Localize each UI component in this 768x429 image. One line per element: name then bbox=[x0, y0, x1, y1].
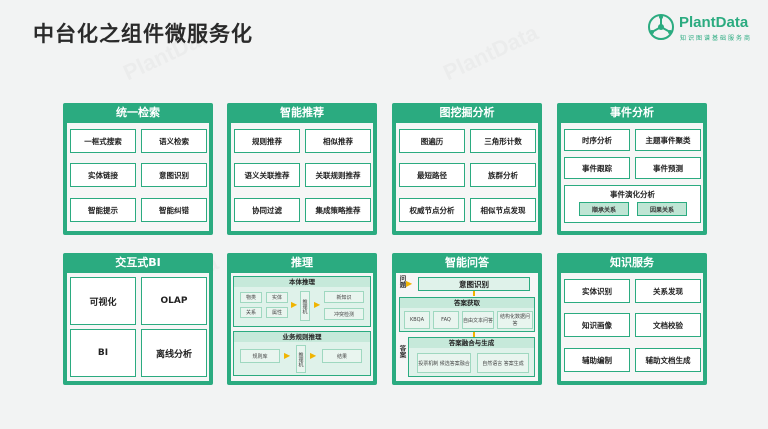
service-cell[interactable]: 最短路径 bbox=[399, 163, 465, 187]
service-cell[interactable]: 时序分析 bbox=[564, 129, 630, 151]
output-conflict-detection: 冲突检测 bbox=[324, 308, 364, 320]
answer-retrieval-title: 答案获取 bbox=[400, 298, 534, 308]
event-evolution-title: 事件演化分析 bbox=[610, 190, 655, 199]
qa-method: FAQ bbox=[433, 311, 459, 329]
panel-title: 统一检索 bbox=[116, 106, 160, 119]
service-cell[interactable]: 一框式搜索 bbox=[70, 129, 136, 153]
service-cell[interactable]: 相似节点发现 bbox=[470, 198, 536, 222]
arrow-down-line bbox=[473, 291, 475, 296]
qa-method: 结构化数据问答 bbox=[497, 311, 533, 329]
panel-title: 智能推荐 bbox=[280, 106, 324, 119]
brand-logo: PlantData 知识图谱基础服务商 bbox=[647, 13, 759, 43]
arrow-right-icon: ▶ bbox=[314, 300, 321, 309]
ontology-cell: 实体 bbox=[266, 292, 288, 303]
panel-interactive-bi: 交互式BI 可视化 OLAP BI 离线分析 bbox=[63, 253, 213, 385]
service-cell[interactable]: 语义关联推荐 bbox=[234, 163, 300, 187]
arrow-right-icon: ▶ bbox=[310, 351, 317, 360]
service-cell[interactable]: 辅助编制 bbox=[564, 348, 630, 372]
answer-label: 答案 bbox=[398, 345, 406, 358]
service-cell[interactable]: 关联规则推荐 bbox=[305, 163, 371, 187]
service-cell[interactable]: 辅助文档生成 bbox=[635, 348, 701, 372]
answer-fusion-box: 答案融合与生成 投票机制 候选答案融合 自然语言 答案生成 bbox=[408, 337, 535, 377]
service-cell[interactable]: OLAP bbox=[141, 277, 207, 325]
service-cell[interactable]: 可视化 bbox=[70, 277, 136, 325]
service-cell[interactable]: 相似推荐 bbox=[305, 129, 371, 153]
service-cell[interactable]: BI bbox=[70, 329, 136, 377]
service-cell[interactable]: 智能提示 bbox=[70, 198, 136, 222]
service-cell[interactable]: 协同过滤 bbox=[234, 198, 300, 222]
panel-smart-recommend: 智能推荐 规则推荐 相似推荐 语义关联推荐 关联规则推荐 协同过滤 集成策略推荐 bbox=[227, 103, 377, 235]
service-cell[interactable]: 关系发现 bbox=[635, 279, 701, 303]
service-cell[interactable]: 语义检索 bbox=[141, 129, 207, 153]
watermark: PlantData bbox=[439, 19, 542, 86]
panel-title: 智能问答 bbox=[445, 256, 489, 269]
reasoning-result: 结果 bbox=[322, 349, 362, 363]
business-rule-reasoning-box: 业务规则推理 规则库 ▶ 推理机 ▶ 结果 bbox=[233, 331, 371, 376]
fusion-method: 投票机制 候选答案融合 bbox=[417, 353, 471, 373]
qa-method: 自由文本问答 bbox=[462, 311, 494, 329]
service-cell[interactable]: 实体链接 bbox=[70, 163, 136, 187]
ontology-cell: 物类 bbox=[240, 292, 262, 303]
fusion-method: 自然语言 答案生成 bbox=[477, 353, 529, 373]
service-cell[interactable]: 事件跟踪 bbox=[564, 157, 630, 179]
rulebase: 规则库 bbox=[240, 349, 280, 363]
intent-recognition[interactable]: 意图识别 bbox=[418, 277, 530, 291]
ontology-cell: 属性 bbox=[266, 307, 288, 318]
arrow-right-icon: ▶ bbox=[284, 351, 291, 360]
panel-title: 知识服务 bbox=[610, 256, 654, 269]
panel-title: 推理 bbox=[291, 256, 313, 269]
output-new-knowledge: 新知识 bbox=[324, 291, 364, 303]
arrow-right-icon: ▶ bbox=[406, 279, 413, 288]
service-cell[interactable]: 文档校验 bbox=[635, 313, 701, 337]
service-cell[interactable]: 主题事件聚类 bbox=[635, 129, 701, 151]
service-cell[interactable]: 知识画像 bbox=[564, 313, 630, 337]
service-cell[interactable]: 事件预测 bbox=[635, 157, 701, 179]
relation-tag[interactable]: 因果关系 bbox=[637, 202, 687, 216]
service-cell[interactable]: 规则推荐 bbox=[234, 129, 300, 153]
answer-fusion-title: 答案融合与生成 bbox=[409, 338, 534, 348]
event-evolution-box[interactable]: 事件演化分析 顺承关系 因果关系 bbox=[564, 185, 701, 223]
service-cell[interactable]: 权威节点分析 bbox=[399, 198, 465, 222]
question-label: 问题 bbox=[398, 275, 406, 288]
business-rule-reasoning-title: 业务规则推理 bbox=[234, 332, 370, 342]
service-cell[interactable]: 离线分析 bbox=[141, 329, 207, 377]
service-cell[interactable]: 智能纠错 bbox=[141, 198, 207, 222]
plant-logo-icon bbox=[648, 14, 674, 40]
service-cell[interactable]: 图遍历 bbox=[399, 129, 465, 153]
ontology-cell: 关系 bbox=[240, 307, 262, 318]
qa-method: KBQA bbox=[404, 311, 430, 329]
inference-engine: 推理机 bbox=[296, 345, 306, 373]
panel-reasoning: 推理 本体推理 物类 实体 关系 属性 ▶ 推理机 ▶ 新知识 冲突检测 业务规… bbox=[227, 253, 377, 385]
service-cell[interactable]: 实体识别 bbox=[564, 279, 630, 303]
panel-smart-qa: 智能问答 问题 ▶ 意图识别 答案获取 KBQA FAQ 自由文本问答 结构化数… bbox=[392, 253, 542, 385]
inference-engine: 推理机 bbox=[300, 291, 310, 321]
service-cell[interactable]: 意图识别 bbox=[141, 163, 207, 187]
panel-graph-mining: 图挖掘分析 图遍历 三角形计数 最短路径 族群分析 权威节点分析 相似节点发现 bbox=[392, 103, 542, 235]
brand-subtitle: 知识图谱基础服务商 bbox=[680, 35, 753, 42]
arrow-right-icon: ▶ bbox=[291, 300, 298, 309]
service-cell[interactable]: 集成策略推荐 bbox=[305, 198, 371, 222]
ontology-reasoning-box: 本体推理 物类 实体 关系 属性 ▶ 推理机 ▶ 新知识 冲突检测 bbox=[233, 276, 371, 327]
panel-knowledge-service: 知识服务 实体识别 关系发现 知识画像 文档校验 辅助编制 辅助文档生成 bbox=[557, 253, 707, 385]
brand-name: PlantData bbox=[679, 14, 749, 31]
panel-title: 交互式BI bbox=[115, 256, 161, 269]
service-cell[interactable]: 族群分析 bbox=[470, 163, 536, 187]
panel-event-analysis: 事件分析 时序分析 主题事件聚类 事件跟踪 事件预测 事件演化分析 顺承关系 因… bbox=[557, 103, 707, 235]
page-title: 中台化之组件微服务化 bbox=[33, 22, 253, 46]
panel-title: 图挖掘分析 bbox=[439, 106, 495, 119]
panel-title: 事件分析 bbox=[610, 106, 654, 119]
ontology-reasoning-title: 本体推理 bbox=[234, 277, 370, 287]
panel-unified-retrieval: 统一检索 一框式搜索 语义检索 实体链接 意图识别 智能提示 智能纠错 bbox=[63, 103, 213, 235]
relation-tag[interactable]: 顺承关系 bbox=[579, 202, 629, 216]
service-cell[interactable]: 三角形计数 bbox=[470, 129, 536, 153]
answer-retrieval-box: 答案获取 KBQA FAQ 自由文本问答 结构化数据问答 bbox=[399, 297, 535, 332]
arrow-down-line bbox=[473, 332, 475, 337]
